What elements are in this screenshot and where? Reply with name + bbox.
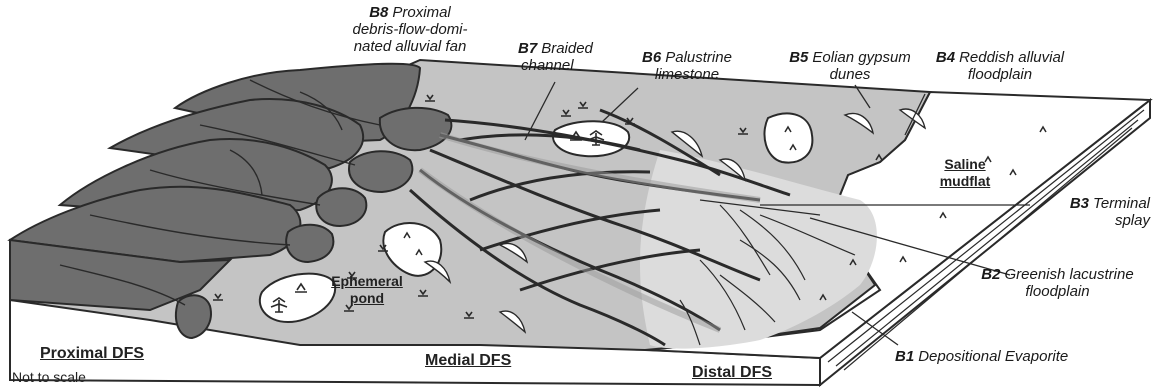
label-b5-line2: dunes xyxy=(830,66,871,83)
label-b7-line1: Braided xyxy=(541,40,593,57)
fan-toe xyxy=(286,225,333,262)
label-b7-line2: channel xyxy=(518,57,574,74)
label-b2-line2: floodplain xyxy=(1025,283,1089,300)
label-b4-line1: Reddish alluvial xyxy=(959,49,1064,66)
label-b3-line1: Terminal xyxy=(1093,195,1150,212)
label-b7-code: B7 xyxy=(518,40,537,57)
gypsum-dune-patch xyxy=(764,113,812,162)
label-b7: B7Braided channel xyxy=(518,40,593,74)
label-b3-code: B3 xyxy=(1070,195,1089,212)
label-b2-code: B2 xyxy=(981,266,1000,283)
zone-medial-dfs: Medial DFS xyxy=(425,352,511,370)
ephemeral-pond-line1: Ephemeral xyxy=(331,273,403,289)
label-b5: B5Eolian gypsum dunes xyxy=(780,49,920,83)
label-b3-line2: splay xyxy=(1115,212,1150,229)
label-b6-line2: limestone xyxy=(655,66,719,83)
label-b1-line1: Depositional Evaporite xyxy=(918,348,1068,365)
label-b5-line1: Eolian gypsum xyxy=(812,49,910,66)
label-b2-line1: Greenish lacustrine xyxy=(1004,266,1133,283)
label-b8-code: B8 xyxy=(369,4,388,21)
ephemeral-pond-line2: pond xyxy=(350,290,384,306)
label-b1-code: B1 xyxy=(895,348,914,365)
zone-distal-dfs: Distal DFS xyxy=(692,364,772,382)
label-b4-line2: floodplain xyxy=(968,66,1032,83)
saline-mudflat-label: Saline mudflat xyxy=(930,156,1000,190)
saline-mudflat-line2: mudflat xyxy=(940,173,991,189)
scale-note: Not to scale xyxy=(12,369,86,385)
ephemeral-pond-label: Ephemeral pond xyxy=(322,273,412,307)
fan-toe xyxy=(316,188,366,226)
fan-toe xyxy=(349,151,412,192)
label-b6-code: B6 xyxy=(642,49,661,66)
label-b8-line2: debris-flow-domi- xyxy=(352,21,467,38)
label-b4-code: B4 xyxy=(936,49,955,66)
label-b8-line1: Proximal xyxy=(392,4,450,21)
label-b5-code: B5 xyxy=(789,49,808,66)
zone-proximal-dfs: Proximal DFS xyxy=(40,345,144,363)
label-b6-line1: Palustrine xyxy=(665,49,732,66)
label-b8-line3: nated alluvial fan xyxy=(354,38,467,55)
saline-mudflat-line1: Saline xyxy=(944,156,985,172)
